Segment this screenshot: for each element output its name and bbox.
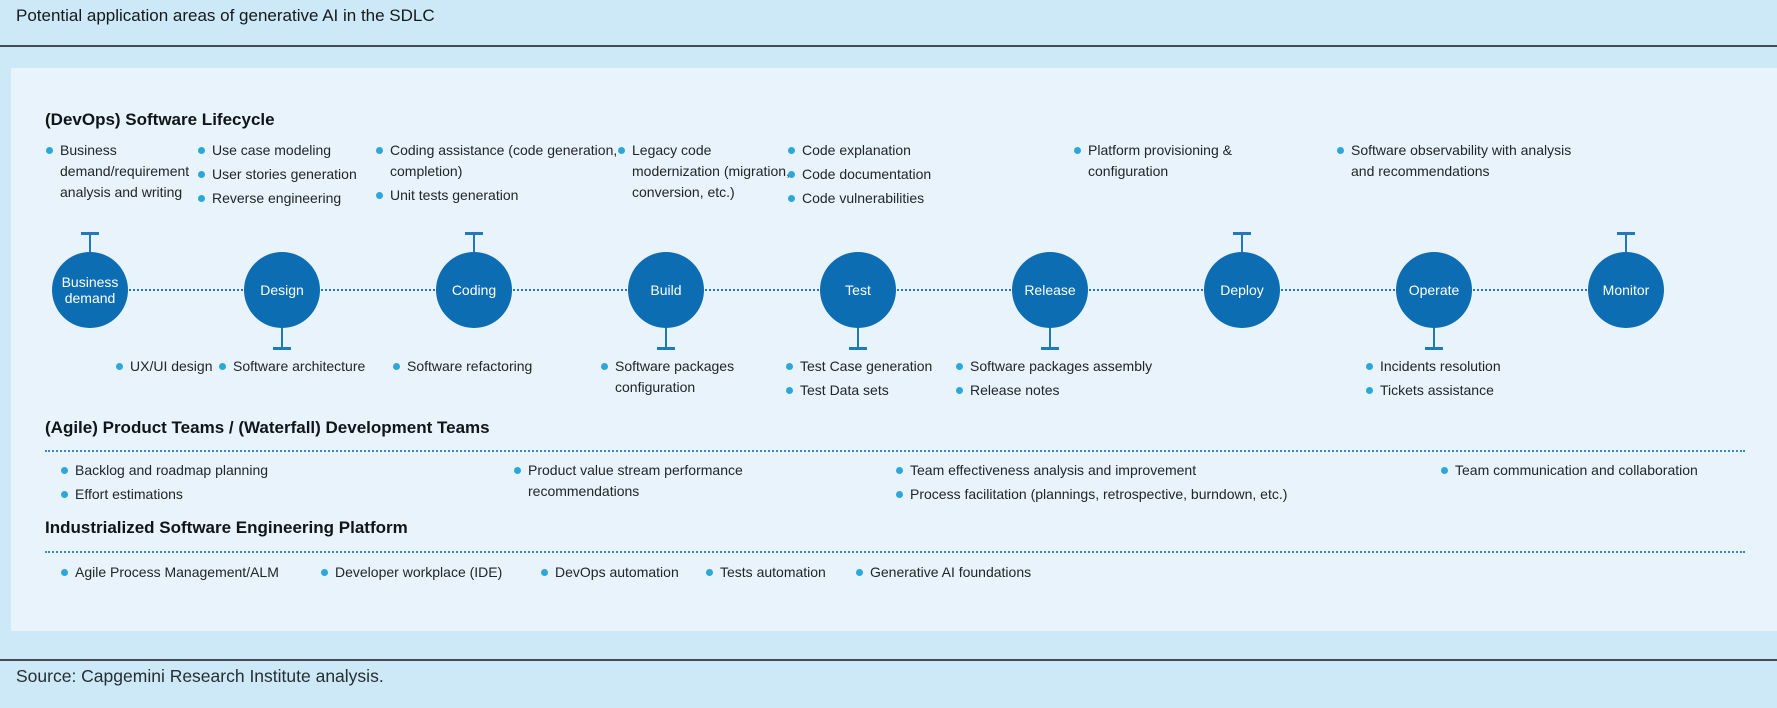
bullet-item: User stories generation bbox=[197, 164, 387, 185]
bullet-item: Software architecture bbox=[218, 356, 365, 377]
bullet-item: Agile Process Management/ALM bbox=[60, 562, 279, 583]
bullet-item: Team communication and collaboration bbox=[1440, 460, 1698, 481]
stage-connector bbox=[89, 232, 91, 252]
stage-connector bbox=[281, 328, 283, 350]
stage-connector bbox=[1241, 232, 1243, 252]
stage-circle-coding: Coding bbox=[436, 232, 512, 328]
bullet-item: Process facilitation (plannings, retrosp… bbox=[895, 484, 1375, 505]
stage-label: Deploy bbox=[1220, 281, 1264, 298]
stage-top-bullets-monitor: Software observability with analysis and… bbox=[1336, 140, 1581, 185]
stage-connector bbox=[1625, 232, 1627, 252]
stage-bottom-bullets-design: Software architecture bbox=[218, 356, 365, 380]
bullet-item: Tickets assistance bbox=[1365, 380, 1501, 401]
stage-bottom-bullets-coding: Software refactoring bbox=[392, 356, 532, 380]
platform-bullet-ide: Developer workplace (IDE) bbox=[320, 562, 502, 586]
stage-label: Test bbox=[845, 281, 871, 298]
bullet-item: Developer workplace (IDE) bbox=[320, 562, 502, 583]
bullet-item: Test Case generation bbox=[785, 356, 932, 377]
platform-bullet-tests-automation: Tests automation bbox=[705, 562, 826, 586]
stage-circle-monitor: Monitor bbox=[1588, 232, 1664, 328]
stage-bottom-bullets-operate: Incidents resolution Tickets assistance bbox=[1365, 356, 1501, 404]
bullet-item: Legacy code modernization (migration, co… bbox=[617, 140, 792, 203]
bullet-item: Reverse engineering bbox=[197, 188, 387, 209]
bullet-item: Software refactoring bbox=[392, 356, 532, 377]
bullet-item: Test Data sets bbox=[785, 380, 932, 401]
teams-bullets-group-2: Product value stream performance recomme… bbox=[513, 460, 788, 505]
bullet-item: Unit tests generation bbox=[375, 185, 625, 206]
bullet-item: Incidents resolution bbox=[1365, 356, 1501, 377]
bottom-separator-line bbox=[0, 659, 1777, 661]
bullet-item: Generative AI foundations bbox=[855, 562, 1031, 583]
stage-label: Operate bbox=[1408, 281, 1460, 298]
bullet-item: Business demand/requirement analysis and… bbox=[45, 140, 197, 203]
stage-circle-deploy: Deploy bbox=[1204, 232, 1280, 328]
stage-label: Monitor bbox=[1602, 281, 1650, 298]
stage-label: Release bbox=[1024, 281, 1076, 298]
platform-section-header: Industrialized Software Engineering Plat… bbox=[45, 518, 408, 537]
page-title: Potential application areas of generativ… bbox=[16, 6, 435, 25]
stage-top-bullets-business-demand: Business demand/requirement analysis and… bbox=[45, 140, 197, 206]
stage-label: Build bbox=[650, 281, 682, 298]
teams-section-header: (Agile) Product Teams / (Waterfall) Deve… bbox=[45, 418, 490, 437]
bullet-item: Backlog and roadmap planning bbox=[60, 460, 268, 481]
bullet-item: Code explanation bbox=[787, 140, 977, 161]
platform-bullet-alm: Agile Process Management/ALM bbox=[60, 562, 279, 586]
bullet-item: Coding assistance (code generation, comp… bbox=[375, 140, 625, 182]
stage-circle-design: Design bbox=[244, 252, 320, 350]
lifecycle-section-header: (DevOps) Software Lifecycle bbox=[45, 110, 275, 129]
stage-bottom-bullets-ux: UX/UI design bbox=[115, 356, 212, 380]
stage-connector bbox=[1433, 328, 1435, 350]
stage-top-bullets-design: Use case modeling User stories generatio… bbox=[197, 140, 387, 212]
bullet-item: Product value stream performance recomme… bbox=[513, 460, 788, 502]
bullet-item: UX/UI design bbox=[115, 356, 212, 377]
stage-top-bullets-test: Code explanation Code documentation Code… bbox=[787, 140, 977, 212]
teams-bullets-group-3: Team effectiveness analysis and improvem… bbox=[895, 460, 1375, 508]
teams-bullets-group-1: Backlog and roadmap planning Effort esti… bbox=[60, 460, 268, 508]
bullet-item: Use case modeling bbox=[197, 140, 387, 161]
bullet-item: Software packages configuration bbox=[600, 356, 765, 398]
bullet-item: Software packages assembly bbox=[955, 356, 1152, 377]
stage-label: Business demand bbox=[61, 273, 119, 306]
bullet-item: Code documentation bbox=[787, 164, 977, 185]
bullet-item: Platform provisioning & configuration bbox=[1073, 140, 1248, 182]
stage-top-bullets-deploy: Platform provisioning & configuration bbox=[1073, 140, 1248, 185]
stage-top-bullets-build: Legacy code modernization (migration, co… bbox=[617, 140, 792, 206]
top-separator-line bbox=[0, 45, 1777, 47]
stage-connector bbox=[665, 328, 667, 350]
stage-connector bbox=[473, 232, 475, 252]
bullet-item: Team effectiveness analysis and improvem… bbox=[895, 460, 1375, 481]
stage-circle-test: Test bbox=[820, 252, 896, 350]
stage-top-bullets-coding: Coding assistance (code generation, comp… bbox=[375, 140, 625, 209]
stage-bottom-bullets-build: Software packages configuration bbox=[600, 356, 765, 401]
source-note: Source: Capgemini Research Institute ana… bbox=[16, 666, 384, 686]
stage-circle-operate: Operate bbox=[1396, 252, 1472, 350]
platform-bullet-devops-automation: DevOps automation bbox=[540, 562, 679, 586]
bullet-item: DevOps automation bbox=[540, 562, 679, 583]
stage-bottom-bullets-test: Test Case generation Test Data sets bbox=[785, 356, 932, 404]
stage-bottom-bullets-release: Software packages assembly Release notes bbox=[955, 356, 1152, 404]
stage-label: Coding bbox=[451, 281, 497, 298]
main-panel bbox=[11, 68, 1777, 631]
stage-circle-build: Build bbox=[628, 252, 704, 350]
stage-connector bbox=[857, 328, 859, 350]
stage-label: Design bbox=[260, 281, 304, 298]
bullet-item: Release notes bbox=[955, 380, 1152, 401]
teams-dotted-separator bbox=[45, 450, 1745, 452]
stage-circle-release: Release bbox=[1012, 252, 1088, 350]
stage-circle-business-demand: Business demand bbox=[52, 232, 128, 328]
bullet-item: Software observability with analysis and… bbox=[1336, 140, 1581, 182]
stage-connector bbox=[1049, 328, 1051, 350]
teams-bullets-group-4: Team communication and collaboration bbox=[1440, 460, 1698, 484]
bullet-item: Effort estimations bbox=[60, 484, 268, 505]
bullet-item: Tests automation bbox=[705, 562, 826, 583]
platform-dotted-separator bbox=[45, 551, 1745, 553]
bullet-item: Code vulnerabilities bbox=[787, 188, 977, 209]
platform-bullet-genai-foundations: Generative AI foundations bbox=[855, 562, 1031, 586]
